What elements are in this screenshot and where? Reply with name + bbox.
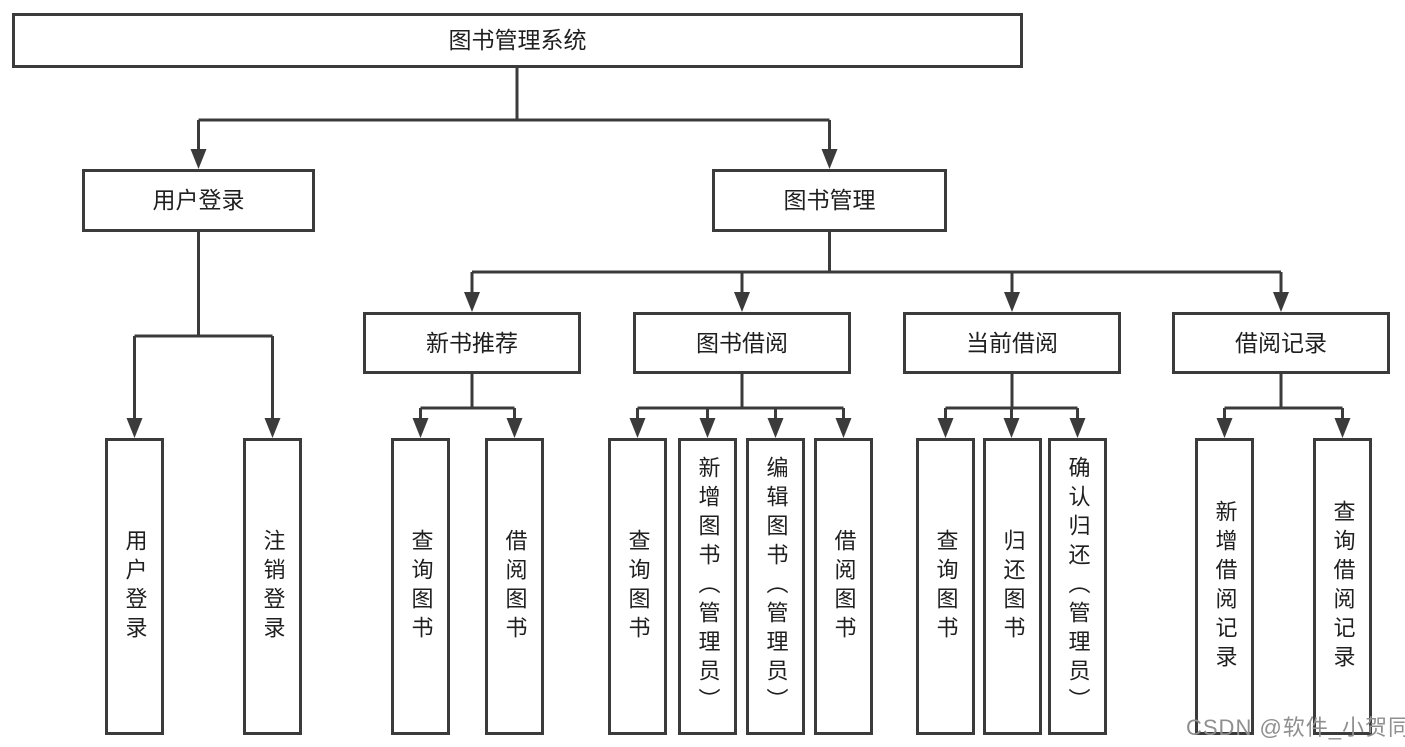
connector-recommend-to-leaves xyxy=(419,374,516,421)
node-label: 查询图书 xyxy=(408,528,434,645)
node-label: 新增借阅记录 xyxy=(1212,499,1238,674)
node-label: 借阅图书 xyxy=(831,528,857,645)
node-label: 用户登录 xyxy=(122,528,148,645)
connector-book-management-to-level3 xyxy=(470,232,1283,295)
node-new-book-recommend: 新书推荐 xyxy=(363,312,581,374)
connector-current-to-leaves xyxy=(944,374,1079,421)
leaf-add-books-admin: 新增图书（管理员） xyxy=(678,438,737,735)
leaf-add-borrow-record: 新增借阅记录 xyxy=(1195,438,1254,735)
leaf-return-books: 归还图书 xyxy=(983,438,1042,735)
node-label: 当前借阅 xyxy=(966,329,1058,356)
leaf-query-books-borrow: 查询图书 xyxy=(608,438,667,735)
leaf-logout: 注销登录 xyxy=(243,438,302,735)
leaf-query-books-current: 查询图书 xyxy=(916,438,975,735)
node-label: 查询图书 xyxy=(933,528,959,645)
node-label: 查询图书 xyxy=(625,528,651,645)
leaf-query-borrow-record: 查询借阅记录 xyxy=(1313,438,1372,735)
node-label: 借阅记录 xyxy=(1235,329,1327,356)
node-label: 新增图书（管理员） xyxy=(695,456,721,717)
node-label: 用户登录 xyxy=(152,187,245,213)
arrowheads xyxy=(126,149,1351,438)
connector-record-to-leaves xyxy=(1223,374,1344,421)
connector-root-to-level2 xyxy=(197,68,831,152)
node-label: 图书管理系统 xyxy=(448,27,587,53)
node-label: 查询借阅记录 xyxy=(1330,499,1356,674)
leaf-edit-books-admin: 编辑图书（管理员） xyxy=(746,438,805,735)
node-label: 图书借阅 xyxy=(696,329,788,356)
node-label: 确认归还（管理员） xyxy=(1065,456,1091,717)
connector-user-login-to-leaves xyxy=(133,232,274,421)
leaf-borrow-books-recommend: 借阅图书 xyxy=(485,438,544,735)
node-borrow-records: 借阅记录 xyxy=(1172,312,1390,374)
node-user-login: 用户登录 xyxy=(82,169,315,232)
leaf-borrow-books: 借阅图书 xyxy=(814,438,873,735)
leaf-user-login: 用户登录 xyxy=(105,438,164,735)
node-label: 编辑图书（管理员） xyxy=(763,456,789,717)
node-label: 新书推荐 xyxy=(426,329,518,356)
node-label: 图书管理 xyxy=(783,187,876,213)
leaf-query-books-recommend: 查询图书 xyxy=(391,438,450,735)
connector-borrow-to-leaves xyxy=(636,374,845,421)
node-label: 借阅图书 xyxy=(502,528,528,645)
node-label: 归还图书 xyxy=(1000,528,1026,645)
leaf-confirm-return-admin: 确认归还（管理员） xyxy=(1048,438,1107,735)
watermark: CSDN @软件_小贺同学 xyxy=(1186,715,1405,740)
node-label: 注销登录 xyxy=(260,528,286,645)
node-book-borrow: 图书借阅 xyxy=(633,312,851,374)
node-current-borrow: 当前借阅 xyxy=(903,312,1121,374)
node-book-management: 图书管理 xyxy=(712,169,947,232)
node-book-management-system: 图书管理系统 xyxy=(12,13,1023,68)
